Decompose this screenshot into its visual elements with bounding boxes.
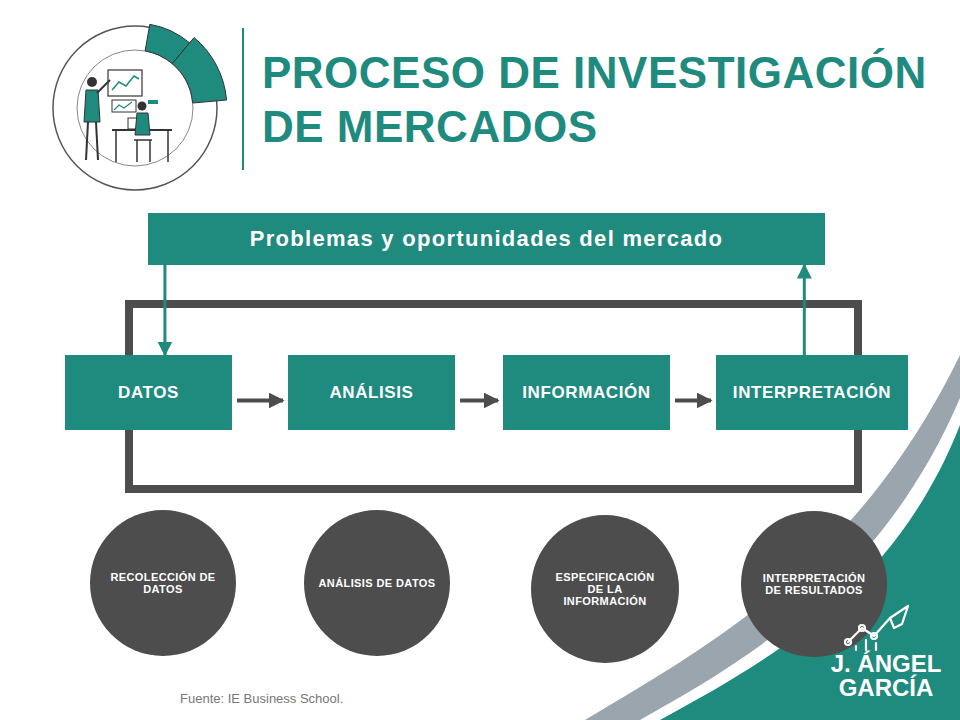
step-circle: RECOLECCIÓN DE DATOS — [90, 510, 236, 656]
person-leg — [86, 122, 88, 160]
connector-arrow — [803, 265, 806, 355]
person-body — [84, 90, 100, 122]
chair-leg — [149, 140, 151, 162]
person-head — [87, 77, 97, 87]
circle-label: INTERPRETACIÓN DE RESULTADOS — [755, 572, 873, 596]
logo-dot — [871, 633, 877, 639]
desk-leg — [167, 130, 169, 162]
chair-leg — [136, 140, 138, 162]
circle-label: ANÁLISIS DE DATOS — [318, 577, 436, 589]
person-leg — [96, 122, 98, 160]
logo-rocket — [890, 606, 908, 628]
step-circle: ANÁLISIS DE DATOS — [304, 510, 450, 656]
brand-watermark: J. ÁNGEL GARCÍA — [823, 652, 949, 700]
box-label: ANÁLISIS — [329, 383, 413, 403]
circle-shape — [304, 510, 450, 656]
context-band: Problemas y oportunidades del mercado — [148, 213, 825, 265]
process-box: INTERPRETACIÓN — [716, 355, 908, 430]
connector-arrow — [163, 265, 166, 355]
chart-sector — [172, 38, 226, 104]
step-circle: INTERPRETACIÓN DE RESULTADOS — [741, 511, 887, 657]
logo-bar — [865, 640, 867, 650]
circle-label: RECOLECCIÓN DE DATOS — [104, 571, 222, 595]
box-label: INFORMACIÓN — [522, 383, 650, 403]
circle-shape — [90, 510, 236, 656]
person-body — [135, 113, 150, 135]
box-label: Problemas y oportunidades del mercado — [250, 226, 724, 252]
step-circle: ESPECIFICACIÓN DE LA INFORMACIÓN — [531, 515, 679, 663]
box-label: INTERPRETACIÓN — [733, 383, 891, 403]
swoosh-fill — [660, 425, 960, 720]
person-arm — [97, 80, 110, 93]
person-head — [138, 102, 147, 111]
board-card — [112, 100, 136, 112]
box-label: DATOS — [118, 383, 179, 403]
process-box: INFORMACIÓN — [503, 355, 670, 430]
logo-bar — [855, 646, 857, 650]
presentation-board — [108, 70, 142, 96]
header-illustration — [53, 24, 227, 190]
connector-arrow — [460, 399, 498, 403]
logo-bar — [875, 643, 877, 650]
process-box: ANÁLISIS — [288, 355, 455, 430]
illustration-inner-ring — [77, 50, 193, 166]
diagram-title: PROCESO DE INVESTIGACIÓN DE MERCADOS — [262, 46, 932, 154]
desk-leg — [115, 130, 117, 162]
circle-label: ESPECIFICACIÓN DE LA INFORMACIÓN — [546, 571, 664, 607]
title-divider — [242, 28, 244, 170]
source-note: Fuente: IE Business School. — [180, 691, 480, 707]
board-chart — [112, 76, 139, 90]
connector-arrow — [675, 399, 711, 403]
process-box: DATOS — [65, 355, 232, 430]
circle-shape — [741, 511, 887, 657]
connector-arrow — [237, 399, 283, 403]
board-tag — [148, 100, 158, 104]
board-chart — [114, 102, 132, 110]
circle-shape — [531, 515, 679, 663]
